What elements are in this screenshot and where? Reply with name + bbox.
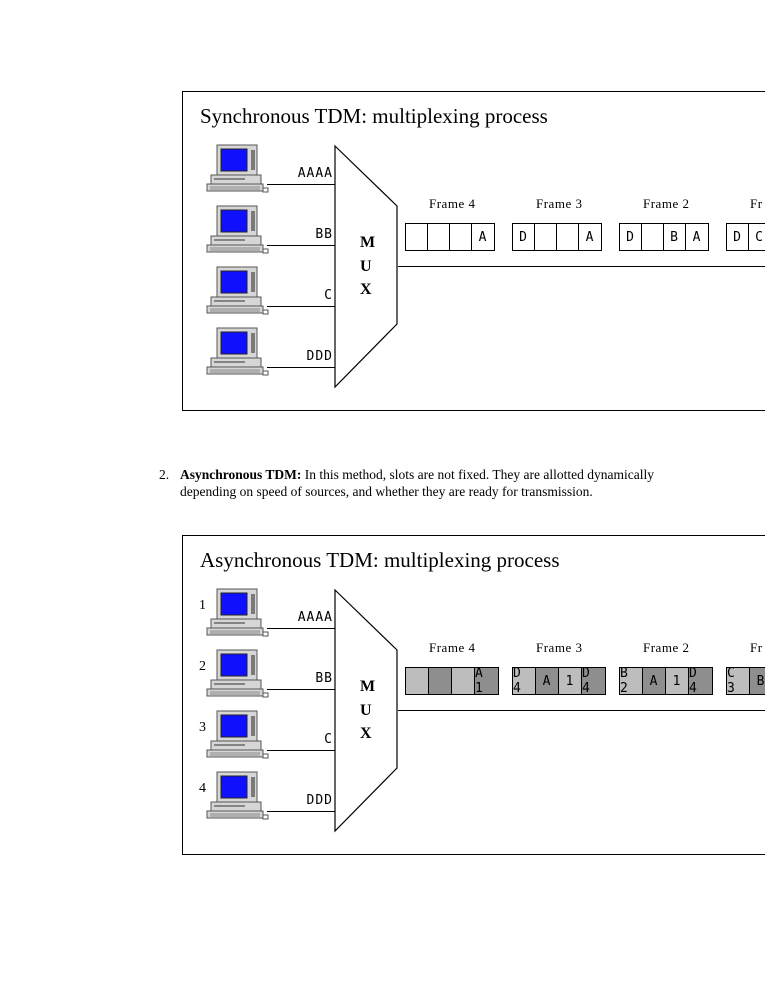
- figure-title: Asynchronous TDM: multiplexing process: [200, 548, 560, 572]
- paragraph-body: Asynchronous TDM: In this method, slots …: [180, 466, 659, 500]
- mux-letter: U: [360, 702, 372, 719]
- source-label: C: [324, 288, 333, 303]
- list-item: 2. Asynchronous TDM: In this method, slo…: [159, 466, 659, 500]
- async-tdm-figure: Asynchronous TDM: multiplexing process 1…: [182, 535, 765, 855]
- paragraph-text: In this method, slots are not fixed. The…: [180, 467, 654, 499]
- source-line: [267, 811, 335, 812]
- frame-label: Frame 4: [429, 640, 476, 655]
- frame-box: A 1: [405, 666, 499, 696]
- source-number: 1: [199, 598, 206, 613]
- mux-letter: M: [360, 678, 376, 695]
- computer-icon: [205, 649, 269, 699]
- mux-letter: X: [360, 281, 372, 298]
- source-label: C: [324, 732, 333, 747]
- frame-slot: D: [513, 224, 535, 250]
- list-number: 2.: [159, 467, 170, 482]
- source-number: 4: [199, 781, 206, 796]
- source-label: DDD: [306, 793, 333, 808]
- computer-icon: [205, 144, 269, 194]
- frame-slot: D 4: [513, 666, 536, 696]
- source-number: 3: [199, 720, 206, 735]
- frame-label: Fr: [750, 196, 763, 211]
- sync-tdm-figure: Synchronous TDM: multiplexing process AA…: [182, 91, 765, 411]
- frame-slot: [642, 224, 664, 250]
- source-line: [267, 628, 335, 629]
- mux-letter: U: [360, 258, 372, 275]
- computer-icon: [205, 266, 269, 316]
- frame-slot: B 2: [620, 666, 643, 696]
- frame-slot: [557, 224, 579, 250]
- mux-letter: X: [360, 725, 372, 742]
- frame-slot: B: [664, 224, 686, 250]
- computer-icon: [205, 205, 269, 255]
- mux-letter: M: [360, 234, 376, 251]
- frame-slot: A: [692, 229, 702, 245]
- source-label: AAAA: [297, 610, 333, 625]
- frame-box: A: [405, 223, 495, 251]
- mux-shape: [334, 588, 398, 833]
- frame-slot: A: [478, 229, 488, 245]
- frame-slot: A: [585, 229, 595, 245]
- frame-slot: [406, 668, 429, 694]
- source-number: 2: [199, 659, 206, 674]
- figure-title: Synchronous TDM: multiplexing process: [200, 104, 548, 128]
- frame-slot: C 3: [727, 666, 750, 696]
- frame-slot: [429, 668, 452, 694]
- frame-slot: A: [536, 668, 559, 694]
- frame-slot: C: [749, 224, 765, 250]
- source-label: BB: [315, 671, 333, 686]
- computer-icon: [205, 771, 269, 821]
- frame-slot: A 1: [475, 666, 498, 696]
- frame-label: Fr: [750, 640, 763, 655]
- source-line: [267, 689, 335, 690]
- term: Asynchronous TDM:: [180, 467, 302, 482]
- frame-slot: B: [750, 668, 765, 694]
- source-line: [267, 245, 335, 246]
- output-line: [398, 266, 765, 267]
- computer-icon: [205, 588, 269, 638]
- frame-slot: D: [727, 224, 749, 250]
- frame-slot: D 4: [689, 666, 712, 696]
- frame-label: Frame 4: [429, 196, 476, 211]
- source-line: [267, 184, 335, 185]
- frame-slot: [535, 224, 557, 250]
- computer-icon: [205, 710, 269, 760]
- source-label: AAAA: [297, 166, 333, 181]
- frame-slot: [406, 224, 428, 250]
- frame-label: Frame 2: [643, 196, 690, 211]
- source-label: DDD: [306, 349, 333, 364]
- frame-slot: A: [643, 668, 666, 694]
- frame-label: Frame 2: [643, 640, 690, 655]
- output-line: [398, 710, 765, 711]
- frame-slot: [428, 224, 450, 250]
- frame-slot: 1: [559, 668, 582, 694]
- source-line: [267, 306, 335, 307]
- frame-slot: [452, 668, 475, 694]
- source-line: [267, 750, 335, 751]
- frame-slot: [450, 224, 472, 250]
- frame-slot: D: [620, 224, 642, 250]
- frame-label: Frame 3: [536, 640, 583, 655]
- frame-label: Frame 3: [536, 196, 583, 211]
- mux-shape: [334, 144, 398, 389]
- computer-icon: [205, 327, 269, 377]
- source-line: [267, 367, 335, 368]
- source-label: BB: [315, 227, 333, 242]
- frame-slot: 1: [666, 668, 689, 694]
- frame-slot: D 4: [582, 666, 605, 696]
